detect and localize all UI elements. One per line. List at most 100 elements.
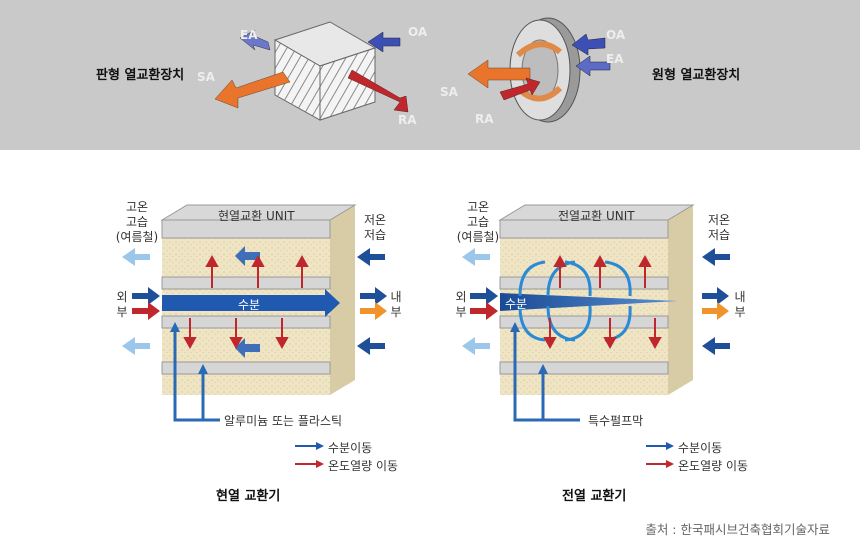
total-left-mid: 외 부 bbox=[455, 290, 467, 320]
rotary-sa-label: SA bbox=[440, 85, 458, 99]
label-outside-1: 외 bbox=[455, 290, 467, 304]
sensible-inside-blue bbox=[360, 287, 387, 305]
sensible-pointer-head-2 bbox=[198, 364, 208, 374]
label-high-temp: 고온 bbox=[466, 200, 490, 214]
rotary-oa-arrow bbox=[571, 33, 606, 56]
total-outside-in-blue bbox=[470, 287, 498, 305]
plate-ra-arrow bbox=[347, 69, 409, 113]
sensible-inside-orange bbox=[360, 302, 387, 320]
sensible-moisture-band bbox=[162, 295, 330, 311]
total-stack bbox=[498, 204, 695, 422]
label-summer: (여름철) bbox=[115, 230, 159, 244]
sensible-pointer-head bbox=[170, 322, 180, 332]
total-side-arrows bbox=[462, 248, 730, 355]
plate-ea-arrow bbox=[239, 29, 271, 51]
total-inside-orange bbox=[702, 302, 729, 320]
total-right-top: 저온 저습 bbox=[704, 213, 734, 243]
sensible-material-label: 알루미늄 또는 플라스틱 bbox=[224, 414, 343, 428]
sensible-heat-arrows bbox=[183, 254, 309, 350]
total-plate-1 bbox=[499, 219, 669, 239]
total-in-blue-1 bbox=[702, 248, 730, 266]
label-high-humid: 고습 bbox=[125, 215, 149, 229]
sensible-right-mid: 내 부 bbox=[390, 290, 402, 320]
sensible-caption: 현열 교환기 bbox=[216, 489, 281, 504]
plate-sa-label: SA bbox=[197, 70, 215, 84]
sensible-plate-2 bbox=[161, 276, 331, 290]
sensible-plate-4 bbox=[161, 361, 331, 375]
total-legend-moisture: 수분이동 bbox=[678, 441, 723, 455]
rotation-arrow-top bbox=[515, 41, 562, 58]
total-moisture-wedge bbox=[500, 293, 678, 311]
total-material-label: 특수펄프막 bbox=[588, 414, 644, 428]
total-pointer-head bbox=[510, 322, 520, 332]
sensible-side-arrows bbox=[122, 248, 387, 355]
sensible-ea-arrow-2 bbox=[235, 338, 260, 358]
total-left-top: 고온 고습 (여름철) bbox=[455, 200, 501, 245]
plate-exchanger-title: 판형 열교환장치 bbox=[96, 68, 185, 83]
total-unit-title: 전열교환 UNIT bbox=[558, 209, 635, 223]
sensible-legend-moisture: 수분이동 bbox=[328, 441, 373, 455]
source-credit: 출처 : 한국패시브건축협회기술자료 bbox=[645, 522, 830, 537]
sensible-outside-in-red bbox=[132, 302, 160, 320]
plate-oa-label: OA bbox=[408, 25, 428, 39]
plate-oa-arrow bbox=[367, 31, 401, 53]
sensible-pointer-line bbox=[173, 330, 220, 422]
legends bbox=[295, 442, 674, 468]
label-outside-2: 부 bbox=[116, 305, 128, 319]
sensible-outside-in-blue bbox=[132, 287, 160, 305]
label-inside-2: 부 bbox=[390, 305, 402, 319]
rotary-exchanger bbox=[467, 17, 611, 123]
sensible-out-light-2 bbox=[122, 337, 150, 355]
label-inside-2: 부 bbox=[734, 305, 746, 319]
label-high-humid: 고습 bbox=[466, 215, 490, 229]
sensible-moisture-label: 수분 bbox=[238, 298, 261, 312]
sensible-left-mid: 외 부 bbox=[116, 290, 128, 320]
sensible-in-blue-1 bbox=[357, 248, 385, 266]
sensible-right-top: 저온 저습 bbox=[360, 213, 390, 243]
total-plate-3 bbox=[499, 315, 669, 329]
label-outside-1: 외 bbox=[116, 290, 128, 304]
total-out-light-1 bbox=[462, 248, 490, 266]
plate-ra-label: RA bbox=[398, 113, 417, 127]
sensible-plate-1 bbox=[161, 219, 331, 239]
sensible-unit-title: 현열교환 UNIT bbox=[218, 209, 295, 223]
rotary-exchanger-title: 원형 열교환장치 bbox=[652, 68, 741, 83]
rotary-ea-label: EA bbox=[606, 52, 624, 66]
label-summer: (여름철) bbox=[456, 230, 500, 244]
plate-ea-label: EA bbox=[240, 28, 258, 42]
rotary-oa-label: OA bbox=[606, 28, 626, 42]
rotary-ra-label: RA bbox=[475, 112, 494, 126]
total-out-light-2 bbox=[462, 337, 490, 355]
total-caption: 전열 교환기 bbox=[562, 489, 627, 504]
sensible-stack bbox=[160, 204, 357, 422]
sensible-legend-heat: 온도열량 이동 bbox=[328, 459, 399, 473]
sensible-in-blue-2 bbox=[357, 337, 385, 355]
sensible-left-top: 고온 고습 (여름철) bbox=[114, 200, 160, 245]
label-inside-1: 내 bbox=[390, 290, 402, 304]
label-low-temp: 저온 bbox=[707, 213, 731, 227]
label-outside-2: 부 bbox=[455, 305, 467, 319]
label-high-temp: 고온 bbox=[125, 200, 149, 214]
sensible-out-light-1 bbox=[122, 248, 150, 266]
total-pointer-head-2 bbox=[538, 364, 548, 374]
label-low-temp: 저온 bbox=[363, 213, 387, 227]
total-right-mid: 내 부 bbox=[734, 290, 746, 320]
plate-sa-arrow bbox=[214, 71, 291, 109]
total-moisture-label: 수분 bbox=[505, 297, 528, 311]
rotary-ea-arrow bbox=[575, 55, 611, 77]
sensible-ea-arrow bbox=[235, 246, 260, 266]
total-inside-blue bbox=[702, 287, 729, 305]
plate-core-right bbox=[319, 47, 376, 121]
total-plate-4 bbox=[499, 361, 669, 375]
total-plate-2 bbox=[499, 276, 669, 290]
label-low-humid: 저습 bbox=[363, 228, 387, 242]
total-pointer-line bbox=[513, 330, 580, 422]
total-in-blue-2 bbox=[702, 337, 730, 355]
rotary-ra-arrow bbox=[499, 77, 541, 101]
label-inside-1: 내 bbox=[734, 290, 746, 304]
plate-exchanger bbox=[214, 21, 409, 121]
label-low-humid: 저습 bbox=[707, 228, 731, 242]
sensible-moisture-head bbox=[325, 289, 340, 317]
sensible-plate-3 bbox=[161, 315, 331, 329]
